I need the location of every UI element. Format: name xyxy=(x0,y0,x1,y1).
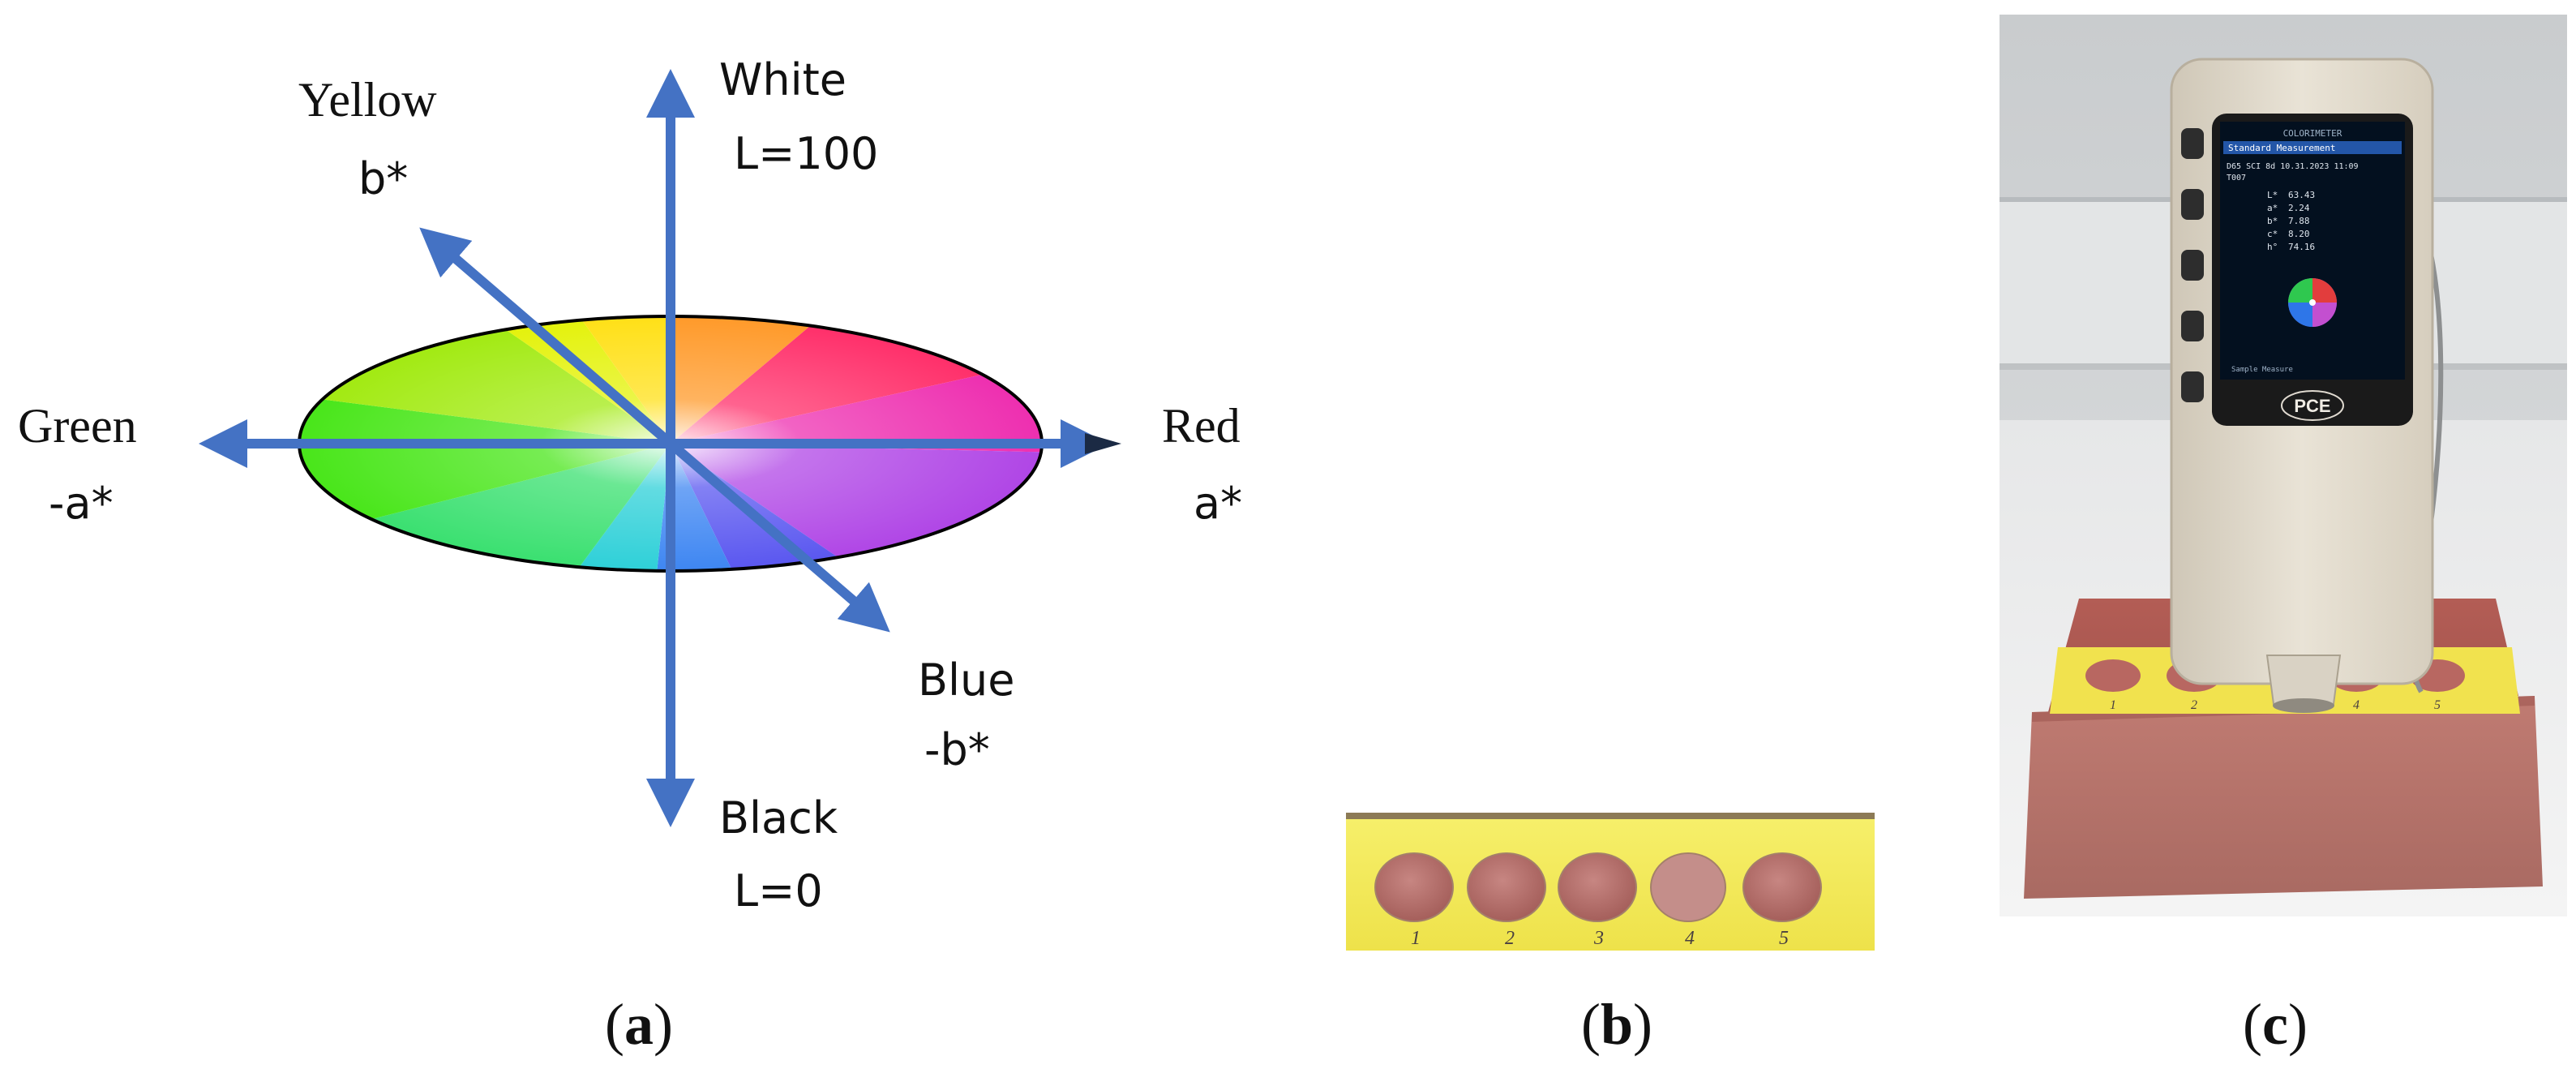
reading-key-b: b* xyxy=(2267,216,2278,226)
sample-number-1: 1 xyxy=(1411,928,1421,949)
screen-info: D65 SCI 8d 10.31.2023 11:09 xyxy=(2227,162,2359,171)
sample-disc-4 xyxy=(1650,852,1726,922)
label-red: Red xyxy=(1162,399,1241,453)
caption-b: (b) xyxy=(1581,992,1653,1057)
label-white: White xyxy=(719,54,847,105)
strip-number-4: 4 xyxy=(2353,698,2360,712)
brand-logo: PCE xyxy=(2294,396,2330,416)
caption-a: (a) xyxy=(605,992,673,1057)
reading-key-a: a* xyxy=(2267,203,2278,213)
screen-id: T007 xyxy=(2227,174,2246,182)
sample-number-4: 4 xyxy=(1685,928,1695,949)
caption-a-letter: a xyxy=(624,992,654,1057)
sample-number-5: 5 xyxy=(1779,928,1789,949)
label-b-neg: -b* xyxy=(924,724,990,775)
caption-c: (c) xyxy=(2243,992,2308,1057)
caption-b-letter: b xyxy=(1600,992,1634,1057)
label-yellow: Yellow xyxy=(298,73,437,127)
panel-b-sample-strip-photo: 1 2 3 4 5 xyxy=(1346,813,1875,951)
caption-c-letter: c xyxy=(2261,992,2288,1057)
sample-strip-photo: 1 2 3 4 5 xyxy=(1346,813,1875,951)
colorimeter-photo: 1 2 4 5 xyxy=(2000,15,2567,916)
label-l0: L=0 xyxy=(734,865,823,916)
label-a-pos: a* xyxy=(1194,478,1243,529)
label-black: Black xyxy=(719,792,838,843)
strip-number-5: 5 xyxy=(2434,698,2441,712)
screen-mode: Standard Measurement xyxy=(2228,143,2335,153)
cielab-diagram xyxy=(199,69,1121,827)
b-axis xyxy=(419,227,890,633)
label-green: Green xyxy=(18,399,137,453)
sample-number-2: 2 xyxy=(1505,928,1515,949)
sample-disc-3 xyxy=(1558,852,1637,922)
label-l100: L=100 xyxy=(734,128,879,179)
reading-key-c: c* xyxy=(2267,229,2278,239)
screen-readings: L* 63.43 a* 2.24 b* 7.88 c* 8.20 h° 74.1… xyxy=(2267,190,2315,252)
screen-title: COLORIMETER xyxy=(2283,128,2342,139)
strip-number-1: 1 xyxy=(2110,698,2116,712)
label-b-pos: b* xyxy=(358,153,409,204)
reading-val-l: 63.43 xyxy=(2288,190,2315,200)
sample-disc-2 xyxy=(1467,852,1546,922)
panel-a-cielab-diagram: White L=100 Yellow b* Green -a* Red a* B… xyxy=(0,0,1297,957)
label-a-neg: -a* xyxy=(49,478,114,529)
sample-disc-1 xyxy=(1374,852,1454,922)
label-blue: Blue xyxy=(918,655,1015,706)
axes xyxy=(199,69,1109,827)
sample-numbers: 1 2 3 4 5 xyxy=(1411,928,1789,949)
reading-key-h: h° xyxy=(2267,242,2278,252)
colorimeter-device: PCE COLORIMETER Standard Measurement D65… xyxy=(2170,58,2434,713)
sample-number-3: 3 xyxy=(1593,928,1604,949)
reading-val-c: 8.20 xyxy=(2288,229,2310,239)
reading-val-h: 74.16 xyxy=(2288,242,2315,252)
strip-number-2: 2 xyxy=(2191,698,2197,712)
reading-key-l: L* xyxy=(2267,190,2278,200)
reading-val-a: 2.24 xyxy=(2288,203,2310,213)
screen-footer: Sample Measure xyxy=(2231,366,2293,374)
panel-c-colorimeter-photo: 1 2 4 5 xyxy=(2000,15,2567,916)
sample-disc-5 xyxy=(1742,852,1822,922)
sample-discs xyxy=(1374,852,1822,922)
reading-val-b: 7.88 xyxy=(2288,216,2310,226)
red-arrow-tip xyxy=(1085,433,1121,454)
